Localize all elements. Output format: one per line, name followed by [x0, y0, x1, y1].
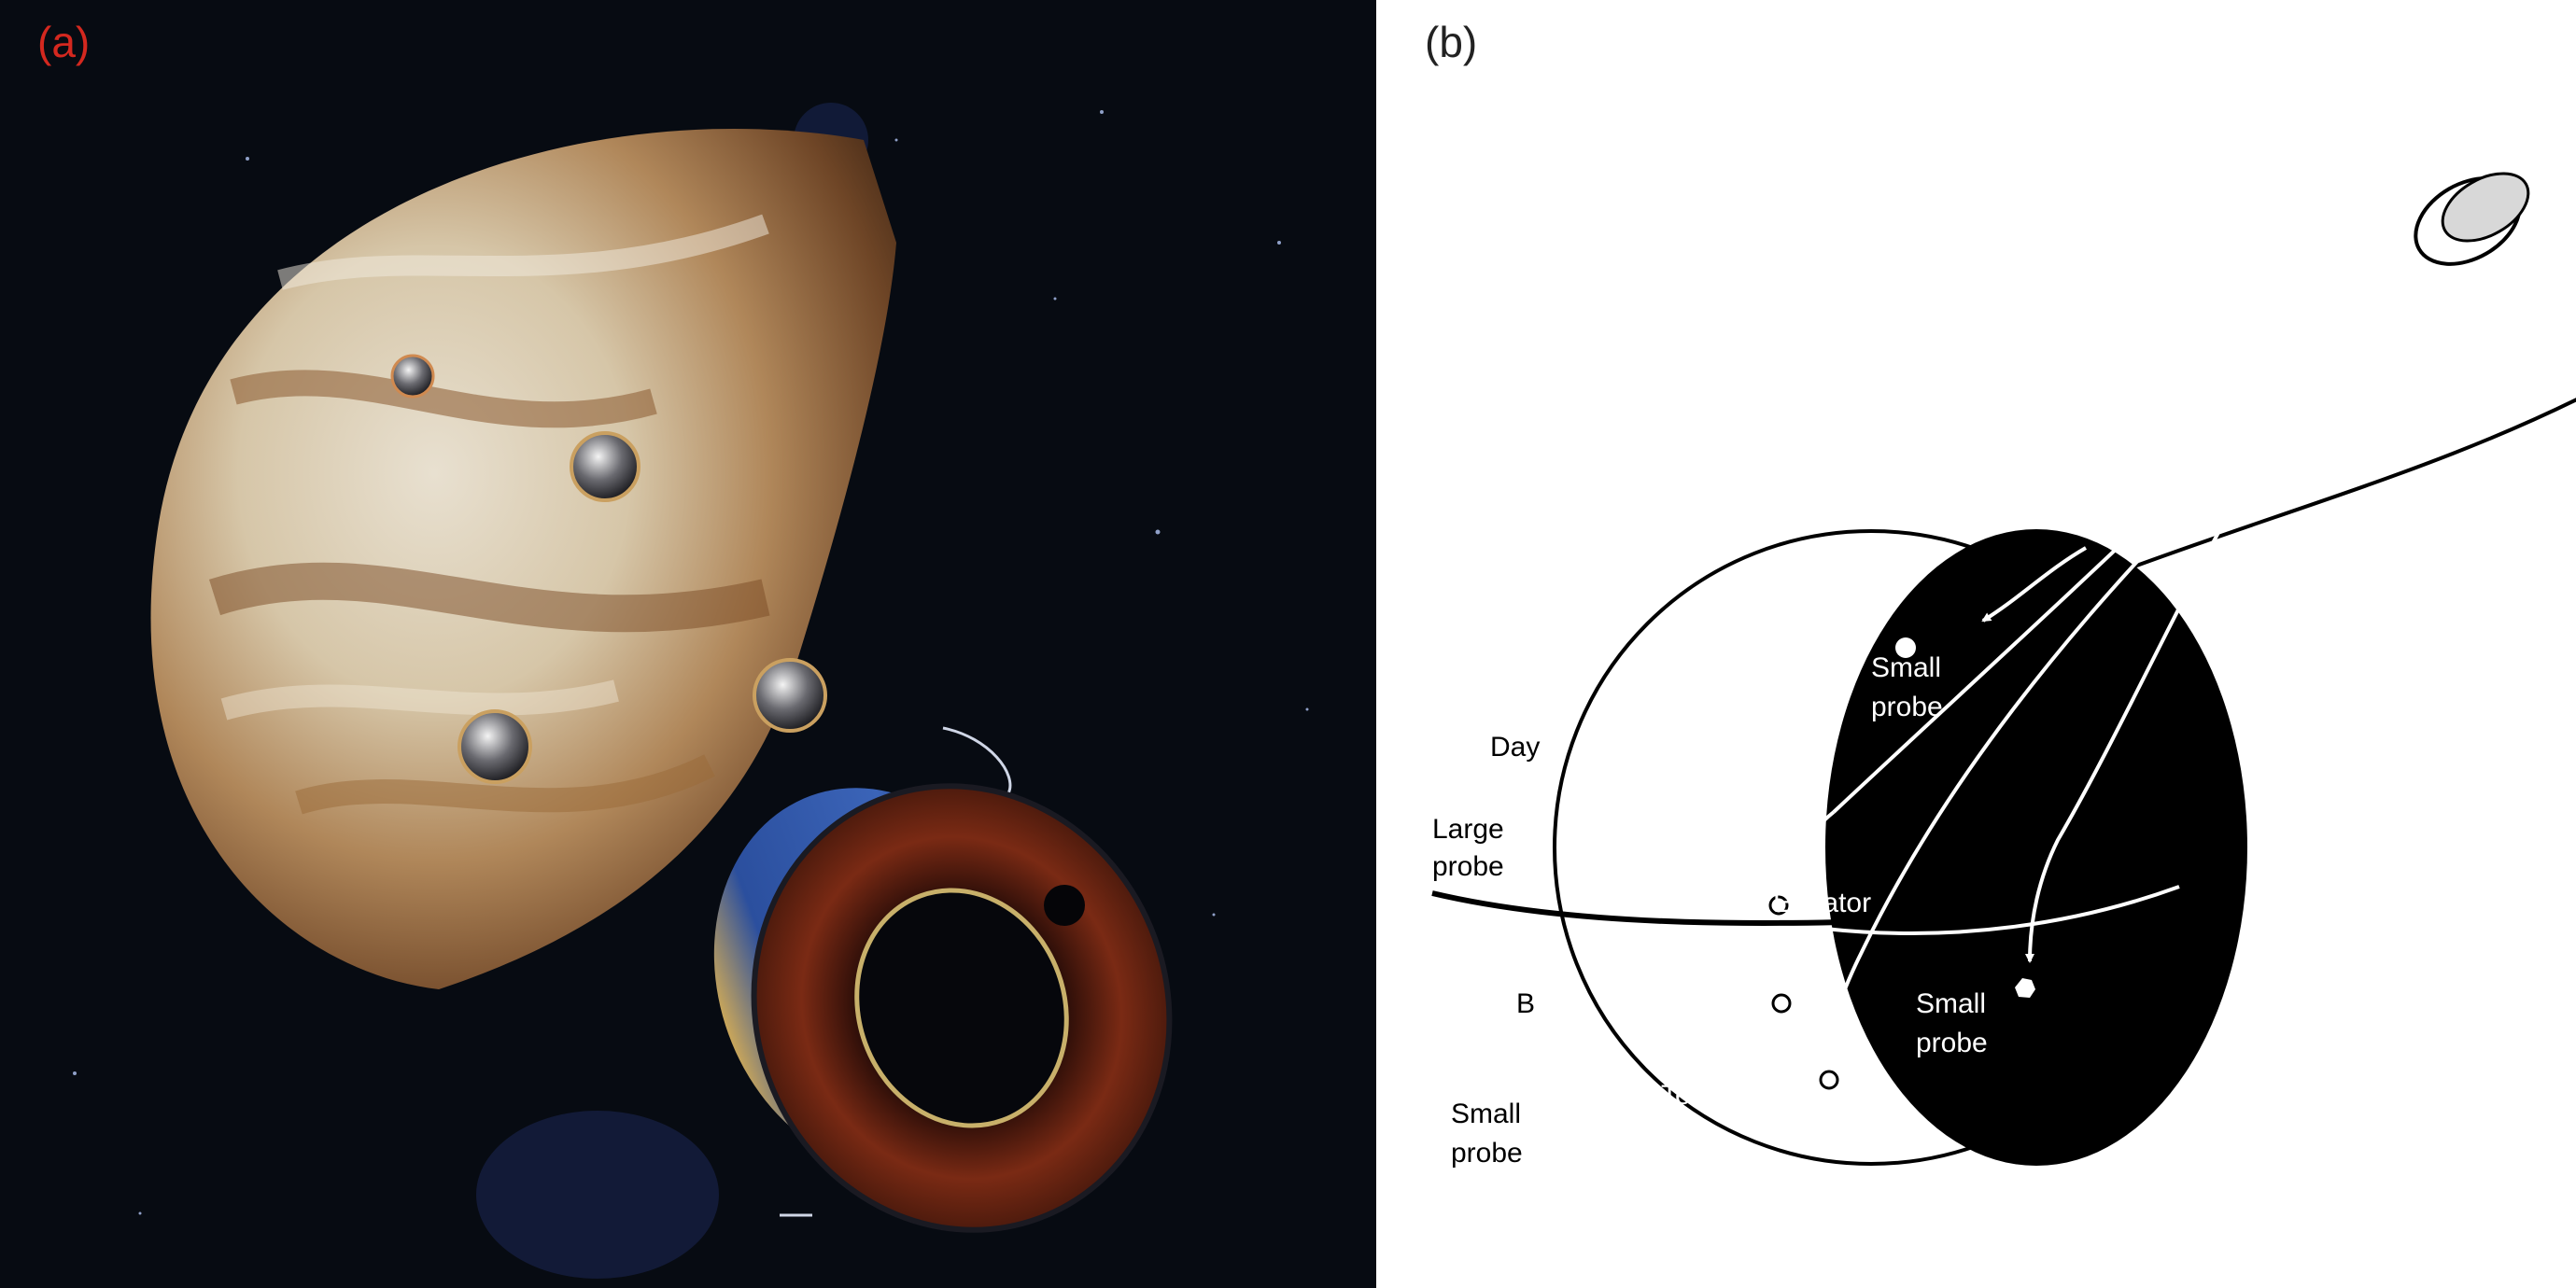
- label-small-probe-bottom: Small: [1451, 1099, 1521, 1129]
- small-probe-marker: [2015, 978, 2035, 998]
- trajectory-line: [2025, 451, 2265, 963]
- label-night: Night: [1580, 762, 1646, 792]
- label-large-probe: Large: [1432, 814, 1504, 845]
- probe-icon: [457, 709, 532, 784]
- equator-line-night: [1823, 885, 2180, 935]
- trajectory-arrow: [1785, 810, 1836, 875]
- probe-icon: [753, 658, 827, 733]
- probe-icon: [570, 431, 640, 502]
- night-side: [1825, 529, 2247, 1166]
- label-day: Day: [1490, 732, 1540, 763]
- diagram-labels: Small probe Day Night Large probe Equato…: [1432, 652, 1988, 1169]
- panel-a-label: (a): [37, 18, 91, 66]
- panel-b-diagram: (b): [1376, 0, 2576, 1288]
- trajectory-arrow: [1981, 546, 2087, 623]
- large-probe-marker: [1768, 895, 1789, 916]
- venus-planet: [150, 128, 897, 989]
- label-small-probe-top: Small: [1871, 652, 1941, 683]
- trajectory-line: [1964, 398, 2576, 637]
- label-bus: B: [1516, 988, 1535, 1019]
- stars: [73, 110, 1309, 1215]
- label-small-probe-bottom-2: probe: [1451, 1138, 1523, 1169]
- bus-marker: [1771, 993, 1792, 1014]
- label-equator: Equator: [1773, 888, 1871, 918]
- nebula: [476, 1111, 719, 1279]
- spacecraft-bus-icon: [2414, 172, 2530, 266]
- equator-line-day: [1431, 890, 2105, 926]
- spacecraft-bus: [713, 726, 1173, 1233]
- trajectory-line: [1825, 390, 2307, 1047]
- panel-a-artwork: (a): [0, 0, 1376, 1288]
- venus-artwork: [73, 103, 1309, 1279]
- probe-trajectory-diagram: Small probe Day Night Large probe Equato…: [1431, 172, 2576, 1169]
- label-terminator: Terminator: [1661, 1080, 1794, 1111]
- label-large-probe-2: probe: [1432, 851, 1504, 882]
- probe-icon: [390, 354, 435, 399]
- panel-b-label: (b): [1425, 18, 1478, 66]
- small-probe-marker: [1895, 637, 1916, 658]
- label-small-probe-top-2: probe: [1871, 692, 1943, 722]
- trajectory-line: [1832, 395, 2273, 814]
- label-small-probe-right: Small: [1916, 988, 1986, 1019]
- small-probe-marker: [1819, 1070, 1839, 1090]
- label-small-probe-right-2: probe: [1916, 1028, 1988, 1058]
